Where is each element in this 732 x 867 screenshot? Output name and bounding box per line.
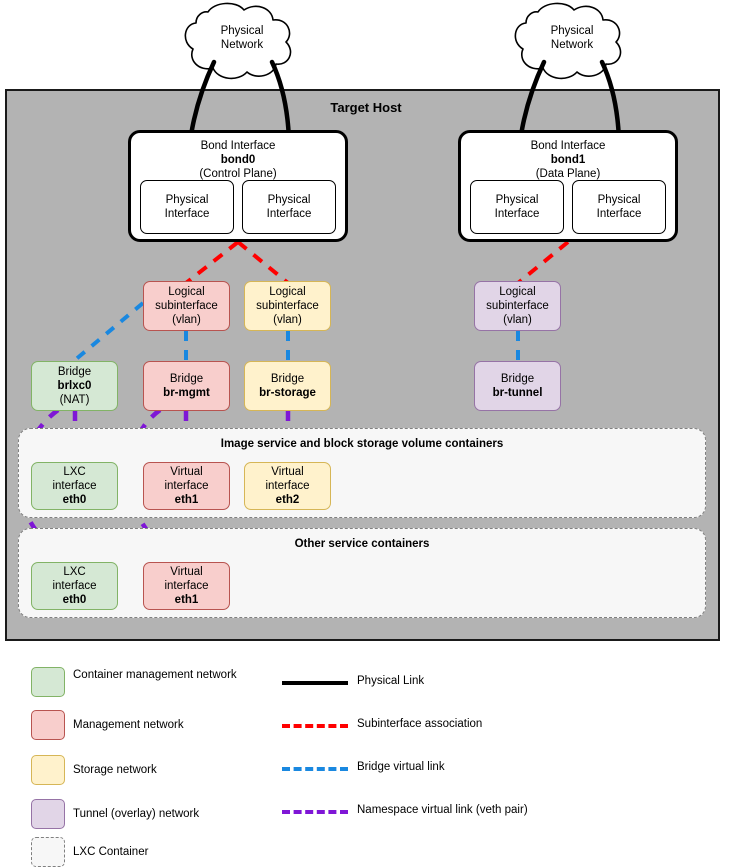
bond0-id: bond0 [220, 154, 256, 166]
container1-interface-eth2[interactable]: Virtual interface eth2 [244, 462, 331, 510]
bond1-physical-interface-1[interactable]: Physical Interface [470, 180, 564, 234]
container2-interface-eth1[interactable]: Virtual interface eth1 [143, 562, 230, 610]
subif-mgmt-line2: subinterface [155, 300, 218, 312]
cloud-left-label: Physical Network [198, 20, 286, 56]
cloud-left-line2: Network [220, 39, 264, 51]
legend-label-physical-link: Physical Link [357, 675, 425, 687]
bond1-pif1-line2: Interface [494, 208, 540, 220]
legend-label-subinterface-association: Subinterface association [357, 718, 483, 730]
bond1-label: Bond Interface bond1 (Data Plane) [461, 139, 675, 181]
bond0-title: Bond Interface [200, 140, 276, 152]
bridge-br-mgmt-label: Bridge [169, 373, 204, 385]
subif-tunnel-line2: subinterface [486, 300, 549, 312]
c1-eth1-line1: Virtual [170, 466, 203, 478]
subif-tunnel-line1: Logical [499, 286, 536, 298]
cloud-left-line1: Physical [220, 25, 264, 37]
subif-tunnel-line3: (vlan) [503, 314, 532, 326]
bond0-physical-interface-2[interactable]: Physical Interface [242, 180, 336, 234]
c2-eth1-line1: Virtual [170, 566, 203, 578]
legend-label-lxc-container: LXC Container [73, 846, 149, 858]
bond0-pif1-line2: Interface [164, 208, 210, 220]
bridge-br-mgmt-id: br-mgmt [163, 387, 210, 399]
c1-eth2-line2: interface [265, 480, 310, 492]
bridge-brlxc0-label: Bridge [57, 366, 92, 378]
bond0-pif2-line2: Interface [266, 208, 312, 220]
lxc-group-image-block-title: Image service and block storage volume c… [220, 438, 504, 450]
bond0-label: Bond Interface bond0 (Control Plane) [131, 139, 345, 181]
bond1-title: Bond Interface [530, 140, 606, 152]
c1-eth2-id: eth2 [275, 494, 300, 506]
c2-eth1-id: eth1 [174, 594, 199, 606]
bond1-role: (Data Plane) [535, 168, 601, 180]
legend-swatch-container-management [31, 667, 65, 697]
target-host-title: Target Host [330, 100, 402, 115]
legend-line-physical-link [282, 681, 348, 685]
bond0-role: (Control Plane) [199, 168, 277, 180]
container1-interface-eth0[interactable]: LXC interface eth0 [31, 462, 118, 510]
container2-interface-eth0[interactable]: LXC interface eth0 [31, 562, 118, 610]
legend: Container management network Management … [0, 650, 732, 867]
container1-interface-eth1[interactable]: Virtual interface eth1 [143, 462, 230, 510]
logical-subinterface-mgmt[interactable]: Logical subinterface (vlan) [143, 281, 230, 331]
c2-eth0-line2: interface [52, 580, 97, 592]
subif-storage-line2: subinterface [256, 300, 319, 312]
lxc-group-other-services: Other service containers [18, 528, 706, 618]
bond1-pif2-line1: Physical [597, 194, 641, 206]
c1-eth0-line2: interface [52, 480, 97, 492]
cloud-right-line1: Physical [550, 25, 594, 37]
c1-eth1-line2: interface [164, 480, 209, 492]
legend-label-tunnel-overlay: Tunnel (overlay) network [73, 808, 200, 820]
bridge-br-tunnel-label: Bridge [500, 373, 535, 385]
bond1-pif1-line1: Physical [495, 194, 539, 206]
bridge-br-tunnel[interactable]: Bridge br-tunnel [474, 361, 561, 411]
legend-label-container-management: Container management network [73, 669, 237, 681]
legend-label-storage: Storage network [73, 764, 157, 776]
bond0-physical-interface-1[interactable]: Physical Interface [140, 180, 234, 234]
legend-line-bridge-virtual-link [282, 767, 348, 771]
legend-label-namespace-virtual-link: Namespace virtual link (veth pair) [357, 804, 528, 816]
legend-swatch-storage [31, 755, 65, 785]
subif-mgmt-line3: (vlan) [172, 314, 201, 326]
legend-label-management: Management network [73, 719, 184, 731]
bond0-pif2-line1: Physical [267, 194, 311, 206]
cloud-right-label: Physical Network [528, 20, 616, 56]
c1-eth2-line1: Virtual [271, 466, 304, 478]
legend-swatch-tunnel-overlay [31, 799, 65, 829]
c1-eth0-line1: LXC [63, 466, 86, 478]
bond1-pif2-line2: Interface [596, 208, 642, 220]
c2-eth0-id: eth0 [62, 594, 87, 606]
bridge-br-storage[interactable]: Bridge br-storage [244, 361, 331, 411]
legend-line-subinterface-association [282, 724, 348, 728]
legend-swatch-lxc-container [31, 837, 65, 867]
logical-subinterface-storage[interactable]: Logical subinterface (vlan) [244, 281, 331, 331]
bridge-br-storage-id: br-storage [259, 387, 316, 399]
subif-mgmt-line1: Logical [168, 286, 205, 298]
subif-storage-line3: (vlan) [273, 314, 302, 326]
lxc-group-image-block: Image service and block storage volume c… [18, 428, 706, 518]
logical-subinterface-tunnel[interactable]: Logical subinterface (vlan) [474, 281, 561, 331]
c2-eth0-line1: LXC [63, 566, 86, 578]
subif-storage-line1: Logical [269, 286, 306, 298]
cloud-right-line2: Network [550, 39, 594, 51]
bond1-physical-interface-2[interactable]: Physical Interface [572, 180, 666, 234]
bond0-pif1-line1: Physical [165, 194, 209, 206]
bridge-brlxc0-id: brlxc0 [57, 380, 92, 392]
bond1-id: bond1 [550, 154, 586, 166]
legend-line-namespace-virtual-link [282, 810, 348, 814]
c1-eth0-id: eth0 [62, 494, 87, 506]
legend-swatch-management [31, 710, 65, 740]
bridge-br-mgmt[interactable]: Bridge br-mgmt [143, 361, 230, 411]
bridge-brlxc0-note: (NAT) [59, 394, 90, 406]
legend-label-bridge-virtual-link: Bridge virtual link [357, 761, 445, 773]
bridge-br-tunnel-id: br-tunnel [492, 387, 543, 399]
c1-eth1-id: eth1 [174, 494, 199, 506]
bridge-br-storage-label: Bridge [270, 373, 305, 385]
lxc-group-other-services-title: Other service containers [294, 538, 430, 550]
c2-eth1-line2: interface [164, 580, 209, 592]
bridge-brlxc0[interactable]: Bridge brlxc0 (NAT) [31, 361, 118, 411]
